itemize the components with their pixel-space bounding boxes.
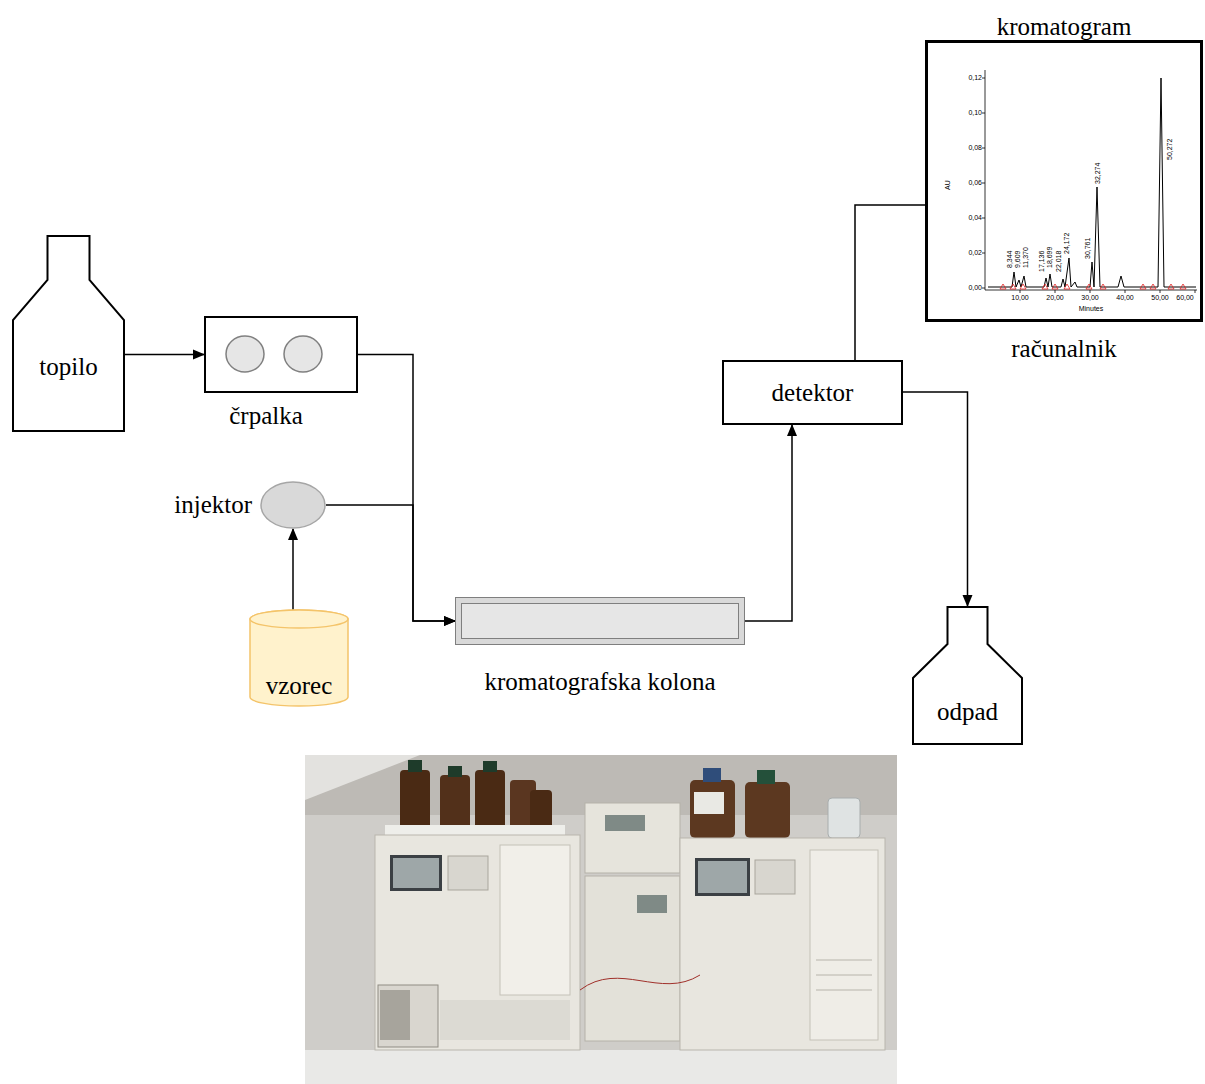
- injector-label: injektor: [174, 490, 252, 520]
- computer-heading: kromatogram: [925, 12, 1203, 42]
- column-label: kromatografska kolona: [435, 667, 765, 697]
- pump-label: črpalka: [204, 401, 328, 431]
- connector: [745, 425, 792, 621]
- peak-label: 50,272: [1166, 139, 1174, 160]
- connector: [125, 354, 204, 356]
- axis-label: 10,00: [1007, 294, 1033, 302]
- cylinder-top: [250, 610, 348, 628]
- peak-label: 30,761: [1084, 238, 1092, 259]
- axis-label: 0,06: [958, 179, 982, 187]
- column-tube: [455, 597, 745, 645]
- computer-node: kromatogram računalnik: [925, 10, 1203, 372]
- axis-label: Minutes: [1066, 305, 1116, 313]
- axis-label: 20,00: [1042, 294, 1068, 302]
- axis-label: 0,10: [958, 109, 982, 117]
- injector-node: injektor: [135, 481, 326, 529]
- peak-label: 9,609: [1014, 250, 1022, 268]
- connector: [358, 355, 455, 622]
- peak-label: 8,344: [1006, 250, 1014, 268]
- cylinder-body: [250, 610, 348, 706]
- peak-label: 17,136: [1038, 251, 1046, 272]
- injector-shape: [261, 482, 325, 528]
- pump-node: črpalka: [204, 316, 358, 431]
- connector: [326, 505, 455, 621]
- peak-label: 22,018: [1055, 251, 1063, 272]
- axis-label: 0,04: [958, 214, 982, 222]
- peak-label: 24,172: [1063, 233, 1071, 254]
- computer-screen: [925, 40, 1203, 322]
- bottle-label: topilo: [12, 352, 125, 382]
- column-node: kromatografska kolona: [455, 597, 745, 702]
- injector-outline: [260, 481, 326, 529]
- connector: [903, 392, 968, 606]
- bottle-label: odpad: [912, 697, 1023, 727]
- box-node: detektor: [722, 360, 903, 425]
- pump-heads: [206, 318, 356, 391]
- peak-label: AU: [944, 180, 952, 190]
- axis-label: 60,00: [1172, 294, 1198, 302]
- bottle-node: odpad: [912, 606, 1023, 745]
- detector-label: detektor: [724, 378, 901, 408]
- bottle-node: topilo: [12, 235, 125, 432]
- axis-label: 0,08: [958, 144, 982, 152]
- cylinder-node: vzorec: [249, 610, 349, 706]
- pump-head: [226, 336, 264, 372]
- pump-head: [284, 336, 322, 372]
- pump-box: [204, 316, 358, 393]
- sample-label: vzorec: [249, 671, 349, 701]
- peak-label: 32,274: [1094, 163, 1102, 184]
- peak-label: 18,699: [1046, 247, 1054, 268]
- axis-label: 40,00: [1112, 294, 1138, 302]
- bottle-shape: [913, 607, 1022, 744]
- bottle-outline: [12, 235, 125, 432]
- connector: [292, 529, 294, 610]
- axis-label: 0,02: [958, 249, 982, 257]
- axis-label: 0,12: [958, 74, 982, 82]
- peak-label: 11,370: [1022, 247, 1030, 268]
- axis-label: 50,00: [1147, 294, 1173, 302]
- bottle-shape: [13, 236, 124, 431]
- axis-label: 0,00: [958, 284, 982, 292]
- connector: [855, 205, 925, 360]
- axis-label: 30,00: [1077, 294, 1103, 302]
- injector-circle: [260, 481, 326, 529]
- computer-caption: računalnik: [925, 334, 1203, 364]
- column-inner: [461, 603, 739, 639]
